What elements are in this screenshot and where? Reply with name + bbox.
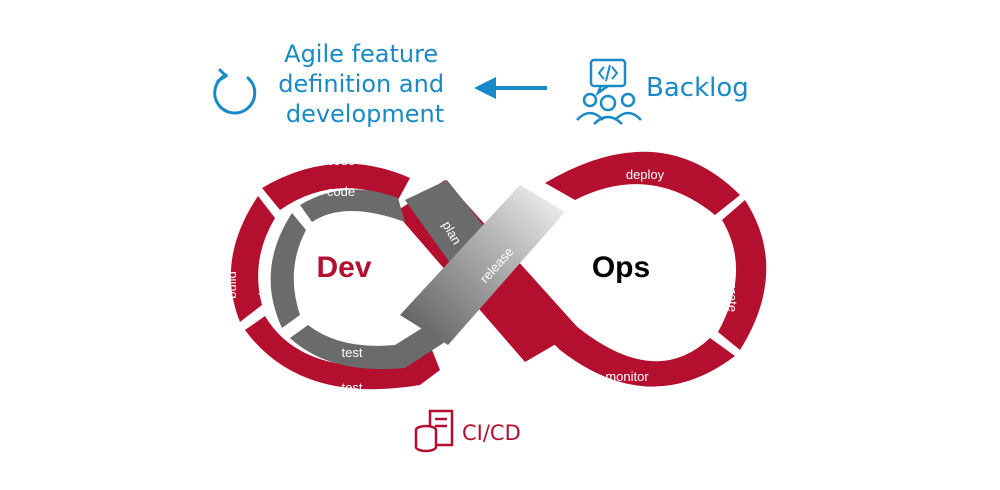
dev-outer-code-label: code — [327, 153, 355, 168]
agile-cycle-icon — [213, 68, 257, 115]
ops-deploy-label: deploy — [626, 167, 665, 182]
cicd-label: CI/CD — [462, 421, 521, 445]
dev-outer-build-label: build — [224, 271, 239, 298]
ops-ring — [540, 151, 767, 387]
ops-monitor-label: monitor — [605, 369, 649, 384]
dev-inner-test-label: test — [342, 345, 363, 360]
dev-outer-ring — [230, 163, 440, 390]
dev-inner-build-label: build — [256, 268, 271, 295]
ops-operate-label: operate — [725, 268, 740, 312]
backlog-team-icon — [576, 58, 642, 125]
dev-title: Dev — [316, 251, 371, 284]
dev-outer-test-label: test — [342, 380, 363, 395]
release-band — [400, 185, 565, 345]
dev-inner-code-label: code — [327, 184, 355, 199]
cicd-server-icon — [414, 409, 454, 453]
left-arrow-icon — [474, 77, 547, 99]
agile-text: Agile feature definition and development — [278, 40, 451, 128]
ops-title: Ops — [592, 251, 650, 284]
backlog-label: Backlog — [646, 73, 749, 103]
